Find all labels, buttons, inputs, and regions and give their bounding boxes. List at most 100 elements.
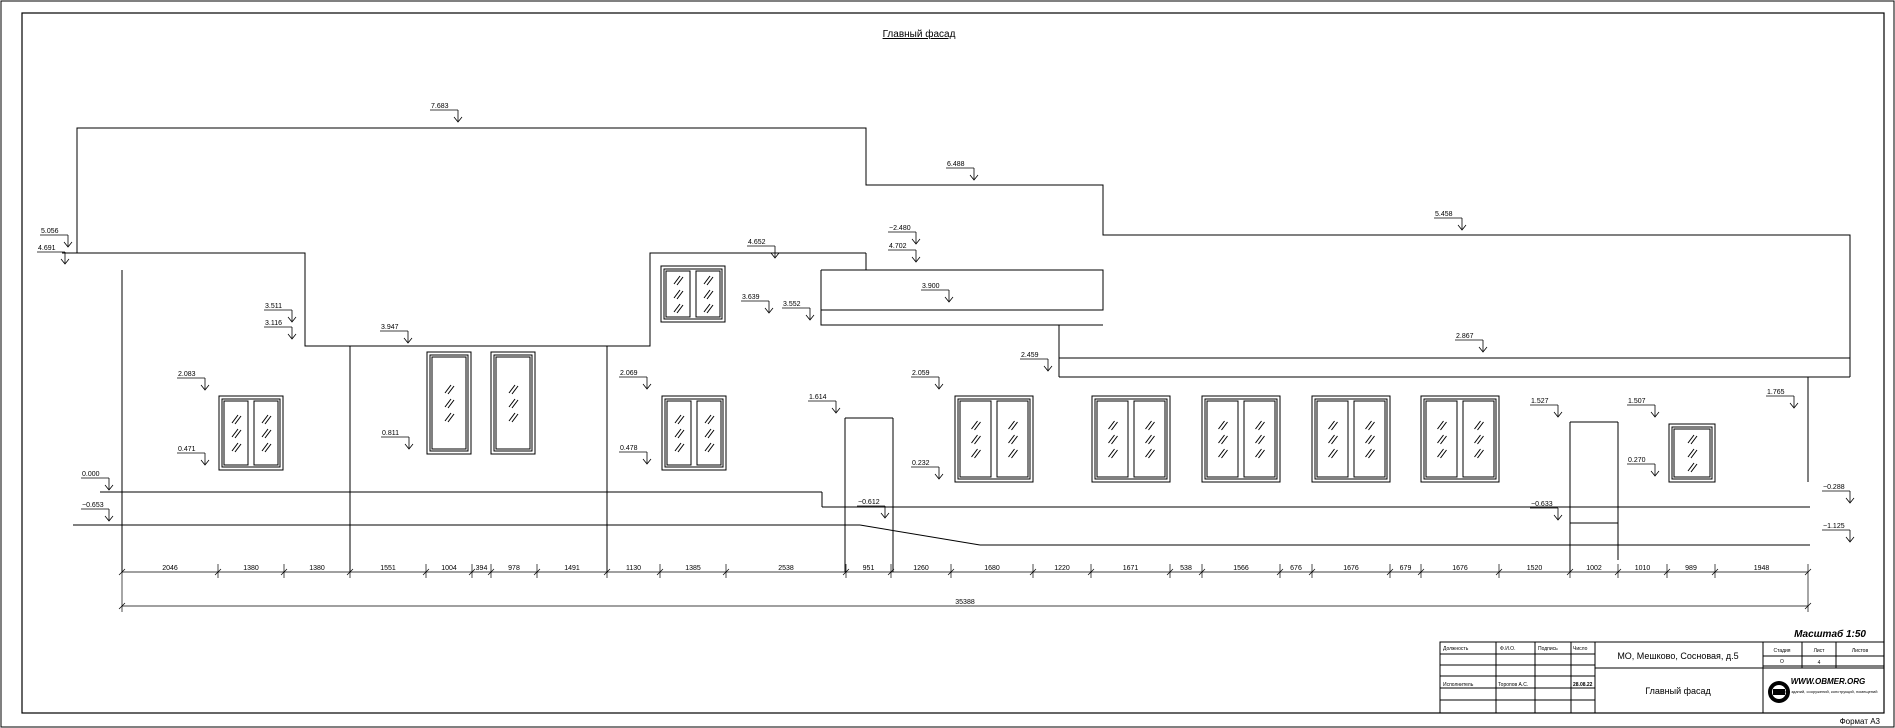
elevation-label: 3.511 (265, 303, 282, 310)
dimension-tick (1166, 568, 1174, 576)
dimension-tick (1417, 568, 1425, 576)
dimension-tick (842, 568, 850, 576)
dimension-label: 1566 (1233, 565, 1249, 572)
dimension-label: 1671 (1123, 565, 1139, 572)
elevation-label: 2.459 (1021, 352, 1039, 359)
elevation-label: −0.653 (82, 502, 104, 509)
elevation-label: −0.288 (1823, 484, 1845, 491)
elevation-label: 2.867 (1456, 333, 1474, 340)
elevation-mark: 0.232 (911, 460, 944, 480)
dimension-label: 538 (1180, 565, 1192, 572)
dimension-tick (1663, 568, 1671, 576)
window (1420, 395, 1500, 483)
elevation-mark: 3.552 (782, 301, 815, 321)
stamp-header-date: Число (1573, 646, 1588, 652)
dimension-label: 1385 (685, 565, 701, 572)
elevation-label: 0.232 (912, 460, 930, 467)
elevation-mark: 2.459 (1020, 352, 1053, 372)
dimension-tick (1804, 568, 1812, 576)
dimension-tick (887, 568, 895, 576)
elevation-mark: −1.125 (1822, 523, 1855, 543)
stamp-role: Исполнитель (1443, 682, 1474, 688)
elevation-mark: −0.288 (1822, 484, 1855, 504)
dimension-tick (1614, 568, 1622, 576)
dimension-tick (214, 568, 222, 576)
elevation-label: 4.702 (889, 243, 907, 250)
window (1311, 395, 1391, 483)
dimension-tick (1276, 568, 1284, 576)
elevation-label: 3.947 (381, 324, 399, 331)
dimension-tick (487, 568, 495, 576)
elevation-mark: 0.000 (81, 471, 114, 491)
elevation-mark: 7.683 (430, 103, 463, 123)
stamp-sheet-label: Лист (1814, 648, 1826, 654)
elevation-label: 2.059 (912, 370, 930, 377)
elevation-mark: −2.480 (888, 225, 921, 245)
building-outline (62, 127, 1851, 377)
elevation-mark: 2.069 (619, 370, 652, 390)
elevation-label: −2.480 (889, 225, 911, 232)
window (1091, 395, 1171, 483)
elevation-label: 1.527 (1531, 398, 1549, 405)
elevation-mark: 6.488 (946, 161, 979, 181)
elevation-mark: 3.511 (264, 303, 297, 323)
elevation-label: −0.612 (858, 499, 880, 506)
window (661, 395, 727, 471)
elevation-mark: 2.083 (177, 371, 210, 391)
dimension-label: 1220 (1054, 565, 1070, 572)
dimension-label: 1010 (1635, 565, 1651, 572)
company-logo: WWW.OBMER.ORG обмер зданий, сооружений, … (1768, 677, 1877, 703)
dimension-label: 2538 (778, 565, 794, 572)
dimension-label: 1380 (243, 565, 259, 572)
elevation-mark: 3.947 (380, 324, 413, 344)
elevation-label: 4.691 (38, 245, 56, 252)
elevation-label: 3.116 (265, 320, 282, 327)
dimension-tick (1566, 568, 1574, 576)
elevation-label: 7.683 (431, 103, 449, 110)
elevation-mark: 5.458 (1434, 211, 1467, 231)
format-label: Формат А3 (1840, 717, 1881, 726)
window (1201, 395, 1281, 483)
dimension-tick (1804, 602, 1812, 610)
elevation-label: 3.639 (742, 294, 760, 301)
dimension-label: 1130 (626, 565, 641, 572)
dimension-label: 1491 (564, 565, 580, 572)
elevation-label: 3.900 (922, 283, 940, 290)
elevation-mark: 3.900 (921, 283, 954, 303)
elevation-label: 3.552 (783, 301, 801, 308)
elevation-label: 0.000 (82, 471, 100, 478)
dimension-tick (1029, 568, 1037, 576)
stamp-address: МО, Мешково, Сосновая, д.5 (1617, 651, 1738, 661)
elevation-mark: 4.652 (747, 239, 780, 259)
elevation-label: 2.083 (178, 371, 196, 378)
dimension-tick (947, 568, 955, 576)
elevation-mark: −0.653 (81, 502, 114, 522)
elevation-label: 4.652 (748, 239, 766, 246)
window (490, 351, 536, 455)
stamp-header-position: Должность (1443, 646, 1469, 652)
building-outline (820, 310, 1103, 326)
elevation-mark: 2.059 (911, 370, 944, 390)
dimension-tick (422, 568, 430, 576)
dimension-tick (1495, 568, 1503, 576)
elevation-label: 1.614 (809, 394, 827, 401)
dimension-tick (1711, 568, 1719, 576)
elevation-mark: 4.691 (37, 245, 70, 265)
elevation-label: −1.125 (1823, 523, 1845, 530)
dimension-tick (1386, 568, 1394, 576)
dimension-label: 951 (863, 565, 875, 572)
dimension-label: 1676 (1452, 565, 1468, 572)
dimension-tick (1198, 568, 1206, 576)
dimension-tick (346, 568, 354, 576)
stamp-sheet-value: 4 (1818, 660, 1821, 666)
elevation-mark: 1.507 (1627, 398, 1660, 418)
elevation-mark: 0.811 (381, 430, 414, 450)
dimension-tick (722, 568, 730, 576)
elevation-mark: 1.527 (1530, 398, 1563, 418)
elevation-label: 0.471 (178, 446, 196, 453)
stamp-stage-value: О (1780, 659, 1784, 665)
elevation-mark: 0.471 (177, 446, 210, 466)
dimension-label: 676 (1290, 565, 1302, 572)
dimension-label: 1004 (441, 565, 457, 572)
